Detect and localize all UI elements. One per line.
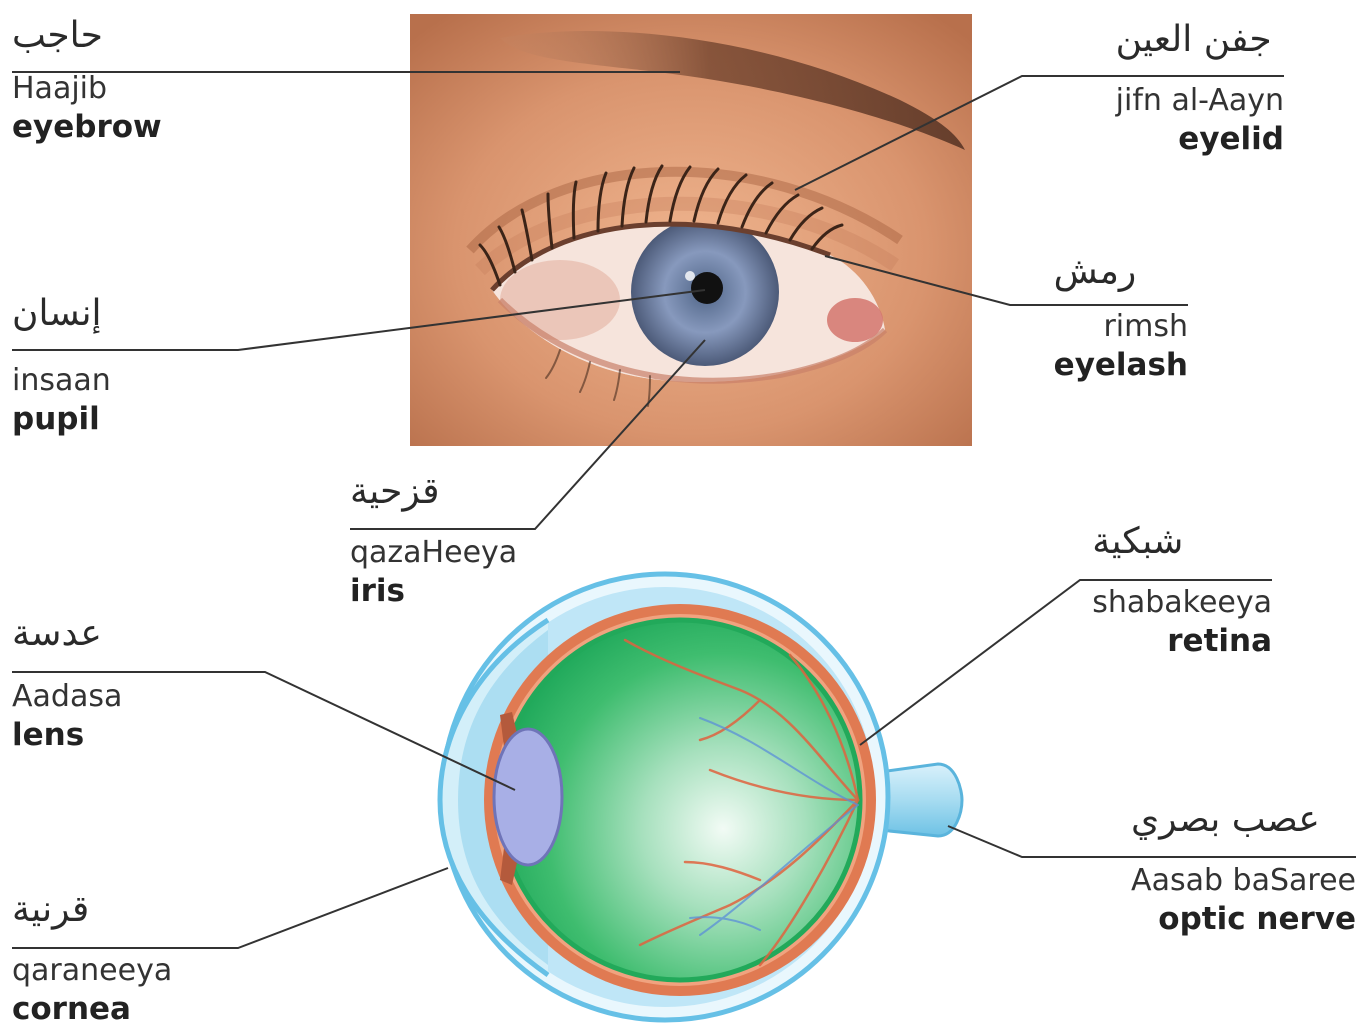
eyeball-cross-section — [440, 574, 962, 1020]
eyelash-english: eyelash — [1054, 346, 1188, 384]
eyebrow-transliteration: Haajib — [12, 70, 162, 108]
eyelid-arabic: جفن العين — [1116, 18, 1284, 62]
eyebrow-arabic: حاجب — [12, 14, 162, 58]
iris-transliteration: qazaHeeya — [350, 534, 517, 572]
optic-nerve-transliteration: Aasab baSaree — [1131, 862, 1356, 900]
eyelash-arabic: رمش — [1054, 250, 1188, 294]
label-eyebrow: حاجب Haajib eyebrow — [12, 14, 162, 146]
optic-nerve-english: optic nerve — [1131, 900, 1356, 938]
eyelid-transliteration: jifn al-Aayn — [1116, 82, 1284, 120]
label-pupil: إنسان insaan pupil — [12, 292, 111, 438]
label-eyelash: رمش rimsh eyelash — [1054, 250, 1188, 384]
retina-english: retina — [1092, 622, 1272, 660]
optic-nerve-shape — [880, 764, 962, 836]
label-iris: قزحية qazaHeeya iris — [350, 470, 517, 610]
label-cornea: قرنية qaraneeya cornea — [12, 888, 172, 1028]
cornea-arabic: قرنية — [12, 888, 172, 932]
label-eyelid: جفن العين jifn al-Aayn eyelid — [1116, 18, 1284, 158]
label-retina: شبكية shabakeeya retina — [1092, 520, 1272, 660]
optic-nerve-arabic: عصب بصري — [1131, 798, 1356, 842]
eye-photo — [410, 14, 972, 446]
eyelid-english: eyelid — [1116, 120, 1284, 158]
eyebrow-english: eyebrow — [12, 108, 162, 146]
iris-arabic: قزحية — [350, 470, 517, 514]
label-lens: عدسة Aadasa lens — [12, 612, 122, 754]
iris-english: iris — [350, 572, 517, 610]
retina-arabic: شبكية — [1092, 520, 1272, 564]
pupil-shape — [691, 272, 723, 304]
cornea-english: cornea — [12, 990, 172, 1028]
lens-transliteration: Aadasa — [12, 678, 122, 716]
lens-arabic: عدسة — [12, 612, 122, 656]
label-optic-nerve: عصب بصري Aasab baSaree optic nerve — [1131, 798, 1356, 938]
pupil-arabic: إنسان — [12, 292, 111, 336]
retina-transliteration: shabakeeya — [1092, 584, 1272, 622]
eyelash-transliteration: rimsh — [1054, 308, 1188, 346]
cornea-transliteration: qaraneeya — [12, 952, 172, 990]
lens-shape — [494, 729, 562, 865]
pupil-english: pupil — [12, 400, 111, 438]
lens-english: lens — [12, 716, 122, 754]
pupil-transliteration: insaan — [12, 362, 111, 400]
